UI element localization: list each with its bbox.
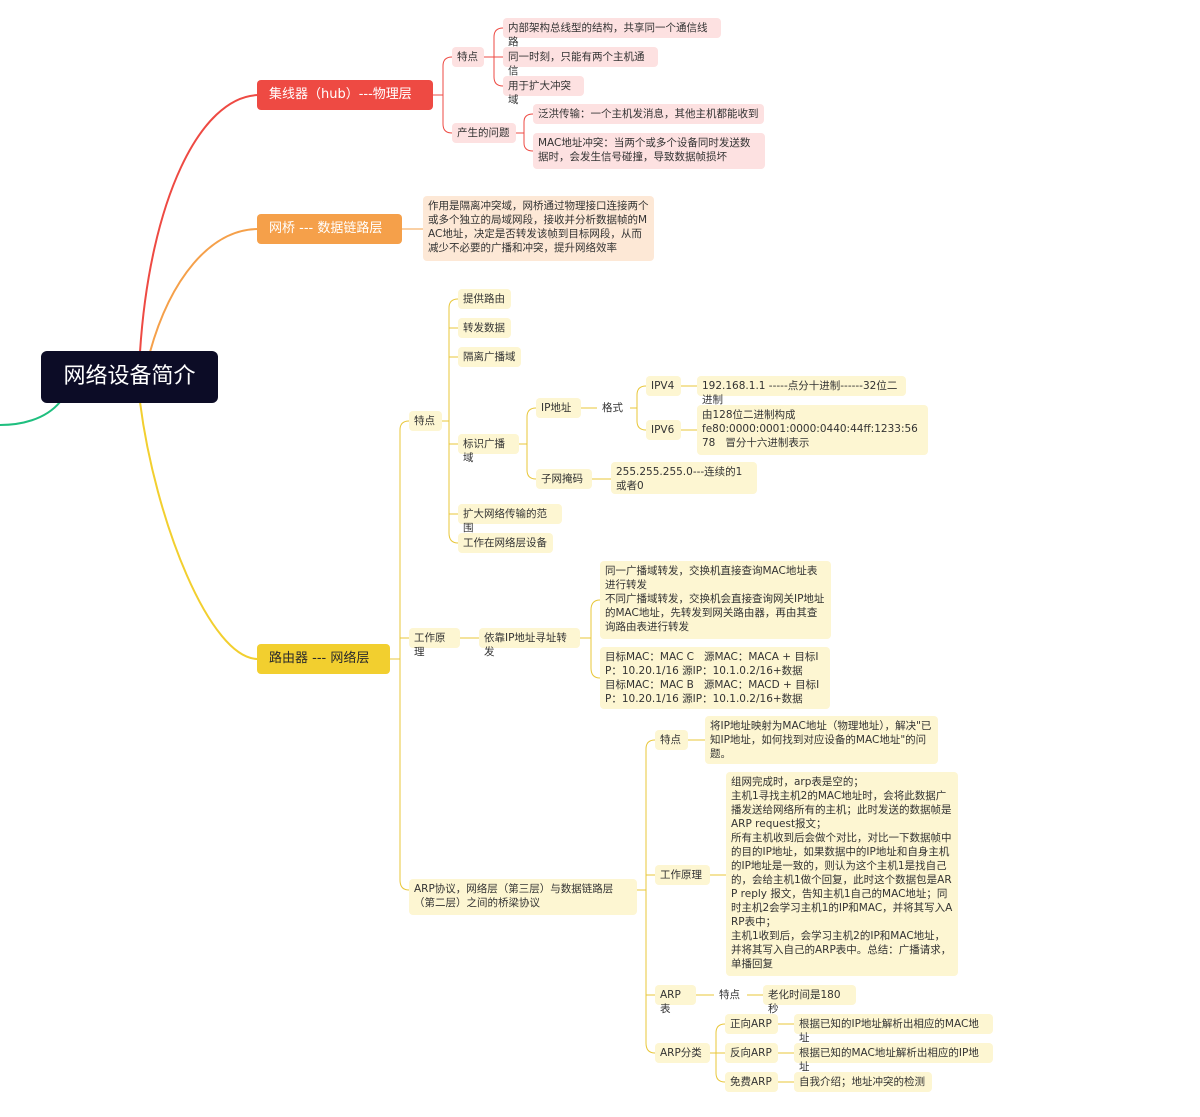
hub-features-label[interactable]: 特点: [452, 47, 484, 67]
arp-feature-description[interactable]: 将IP地址映射为MAC地址（物理地址），解决"已知IP地址，如何找到对应设备的M…: [705, 716, 938, 764]
ipv6-description[interactable]: 由128位二进制构成 fe80:0000:0001:0000:0440:44ff…: [697, 405, 928, 455]
subnet-mask-label[interactable]: 子网掩码: [536, 469, 592, 489]
ipv4-description[interactable]: 192.168.1.1 -----点分十进制------32位二进制: [697, 376, 906, 406]
router-feature-expand[interactable]: 扩大网络传输的范围: [458, 504, 562, 534]
router-principle-forwarding[interactable]: 同一广播域转发，交换机直接查询MAC地址表进行转发 不同广播域转发，交换机会直接…: [600, 561, 831, 639]
arp-free-description[interactable]: 自我介绍；地址冲突的检测: [794, 1072, 932, 1092]
router-principle-frame-example[interactable]: 目标MAC：MAC C 源MAC：MACA + 目标IP：10.20.1/16 …: [600, 647, 830, 709]
ip-address-label[interactable]: IP地址: [536, 398, 581, 418]
hub-problems-label[interactable]: 产生的问题: [452, 123, 516, 143]
arp-class-label[interactable]: ARP分类: [655, 1043, 710, 1063]
arp-reverse-description[interactable]: 根据已知的MAC地址解析出相应的IP地址: [794, 1043, 993, 1073]
router-principle-label[interactable]: 工作原理: [409, 628, 460, 658]
hub-feature-item[interactable]: 同一时刻，只能有两个主机通信: [503, 47, 658, 77]
arp-protocol-label[interactable]: ARP协议，网络层（第三层）与数据链路层（第二层）之间的桥梁协议: [409, 879, 637, 915]
hub-topic[interactable]: 集线器（hub）---物理层: [257, 80, 433, 110]
arp-table-aging[interactable]: 老化时间是180秒: [763, 985, 856, 1015]
subnet-mask-description[interactable]: 255.255.255.0---连续的1或者0: [611, 462, 757, 494]
router-feature-layer[interactable]: 工作在网络层设备: [458, 533, 553, 553]
hub-problem-item[interactable]: 泛洪传输：一个主机发消息，其他主机都能收到: [533, 104, 764, 124]
arp-table-feature-label[interactable]: 特点: [719, 989, 740, 1001]
router-topic[interactable]: 路由器 --- 网络层: [257, 644, 390, 674]
arp-principle-description[interactable]: 组网完成时，arp表是空的； 主机1寻找主机2的MAC地址时，会将此数据广播发送…: [726, 772, 958, 976]
router-feature-routing[interactable]: 提供路由: [458, 289, 511, 309]
arp-forward-description[interactable]: 根据已知的IP地址解析出相应的MAC地址: [794, 1014, 993, 1044]
router-principle-basis[interactable]: 依靠IP地址寻址转发: [479, 628, 580, 658]
ip-format-label[interactable]: 格式: [602, 402, 623, 414]
root-topic[interactable]: 网络设备简介: [41, 351, 218, 403]
bridge-description[interactable]: 作用是隔离冲突域，网桥通过物理接口连接两个或多个独立的局域网段，接收并分析数据帧…: [423, 196, 654, 261]
router-feature-identify[interactable]: 标识广播域: [458, 434, 519, 464]
arp-forward-label[interactable]: 正向ARP: [725, 1014, 778, 1034]
bridge-topic[interactable]: 网桥 --- 数据链路层: [257, 214, 402, 244]
arp-principle-label[interactable]: 工作原理: [655, 865, 710, 885]
hub-feature-item[interactable]: 用于扩大冲突域: [503, 76, 584, 106]
hub-problem-item[interactable]: MAC地址冲突：当两个或多个设备同时发送数据时，会发生信号碰撞，导致数据帧损坏: [533, 133, 765, 169]
router-features-label[interactable]: 特点: [409, 411, 442, 431]
arp-reverse-label[interactable]: 反向ARP: [725, 1043, 778, 1063]
arp-table-label[interactable]: ARP表: [655, 985, 696, 1015]
ipv4-label[interactable]: IPV4: [646, 376, 681, 396]
router-feature-forward[interactable]: 转发数据: [458, 318, 511, 338]
arp-free-label[interactable]: 免费ARP: [725, 1072, 778, 1092]
hub-feature-item[interactable]: 内部架构总线型的结构，共享同一个通信线路: [503, 18, 721, 48]
arp-feature-label[interactable]: 特点: [655, 730, 688, 750]
ipv6-label[interactable]: IPV6: [646, 420, 681, 440]
router-feature-isolate[interactable]: 隔离广播域: [458, 347, 521, 367]
